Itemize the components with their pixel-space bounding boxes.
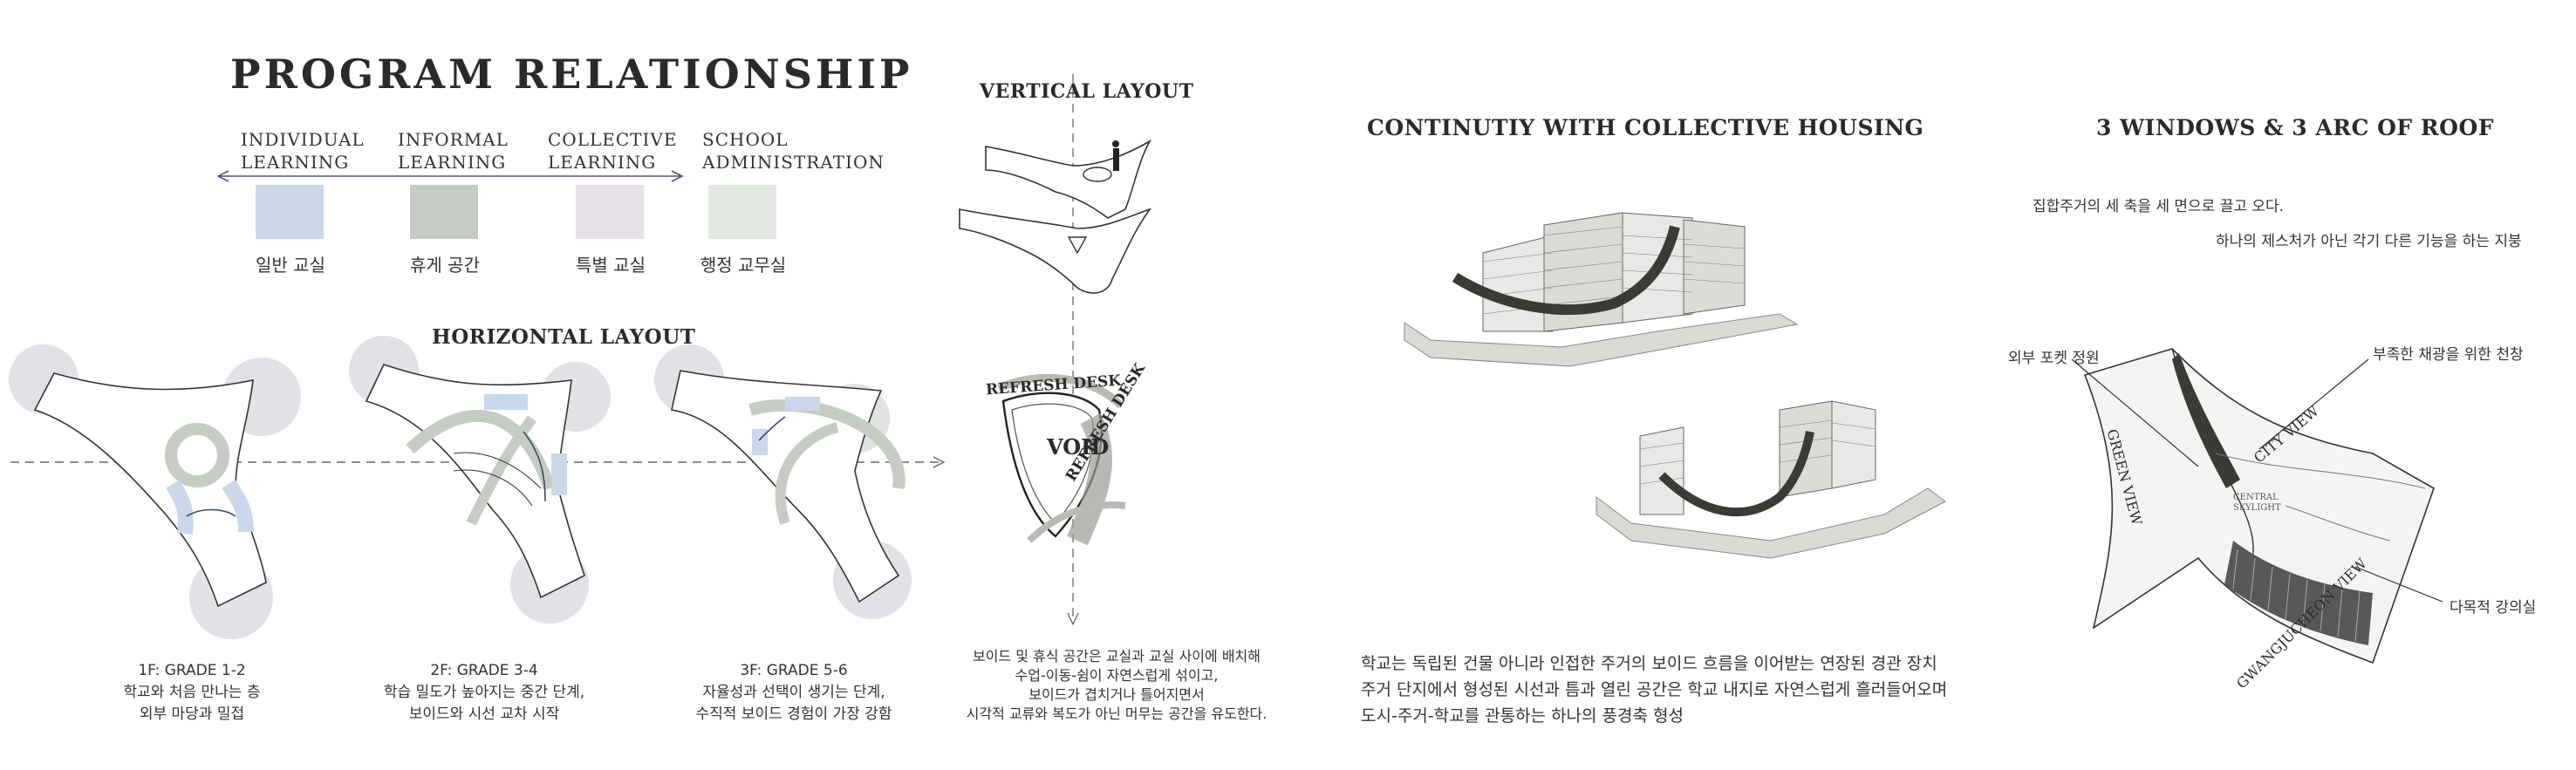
floor-2f-label: 2F: GRADE 3-4 <box>430 662 538 679</box>
vertical-section <box>959 139 1152 294</box>
vertical-layout-title: VERTICAL LAYOUT <box>980 80 1194 103</box>
legend-ko-informal: 휴게 공간 <box>410 255 480 276</box>
floor-3f-line2: 수직적 보이드 경험이 가장 강함 <box>695 705 892 723</box>
floor-1f-line1: 학교와 처음 만나는 층 <box>123 684 261 701</box>
vertical-text-line2: 수업-이동-쉼이 자연스럽게 섞이고, <box>1015 667 1219 684</box>
callout-lines <box>2071 358 2443 603</box>
roof-axonometric <box>2083 348 2435 664</box>
legend-label-individual: INDIVIDUAL LEARNING <box>241 129 365 173</box>
legend-label-admin: SCHOOL ADMINISTRATION <box>702 129 885 173</box>
legend-ko-admin: 행정 교무실 <box>700 255 787 276</box>
legend-label-informal: INFORMAL LEARNING <box>398 129 509 173</box>
continuity-line1: 학교는 독립된 건물 아니라 인접한 주거의 보이드 흐름을 이어받는 연장된 … <box>1361 654 1937 673</box>
legend-arrow <box>216 170 684 182</box>
continuity-line2: 주거 단지에서 형성된 시선과 틈과 열린 공간은 학교 내지로 자연스럽게 흘… <box>1361 680 1948 699</box>
void-label: VOID <box>1047 434 1110 460</box>
housing-massing-upper <box>1404 212 1799 367</box>
continuity-title: CONTINUTIY WITH COLLECTIVE HOUSING <box>1367 115 1924 140</box>
floor-1f-line2: 외부 마당과 밀접 <box>139 705 245 723</box>
legend-ko-collective: 특별 교실 <box>576 255 646 276</box>
windows-title: 3 WINDOWS & 3 ARC OF ROOF <box>2096 115 2494 140</box>
continuity-line3: 도시-주거-학교를 관통하는 하나의 풍경축 형성 <box>1361 706 1684 726</box>
plan-2f <box>349 336 611 623</box>
windows-note-1: 집합주거의 세 축을 세 면으로 끌고 오다. <box>2033 198 2285 215</box>
floor-1f-caption: 1F: GRADE 1-2 학교와 처음 만나는 층 외부 마당과 밀접 <box>79 660 305 726</box>
floor-1f-label: 1F: GRADE 1-2 <box>138 662 246 679</box>
plan-3f <box>654 344 912 619</box>
floor-3f-line1: 자율성과 선택이 생기는 단계, <box>702 684 885 701</box>
legend-swatch-informal <box>410 185 478 239</box>
vertical-text-line1: 보이드 및 휴식 공간은 교실과 교실 사이에 배치해 <box>972 648 1261 664</box>
legend-swatch-collective <box>576 185 644 239</box>
plan-1f <box>9 344 301 639</box>
vertical-text-line4: 시각적 교류와 복도가 아닌 머무는 공간을 유도한다. <box>966 705 1268 722</box>
housing-massing-lower <box>1595 400 1946 559</box>
vertical-axis <box>1067 74 1079 626</box>
floor-2f-line2: 보이드와 시선 교차 시작 <box>408 705 560 723</box>
callout-skylight: 부족한 채광을 위한 천창 <box>2373 346 2524 364</box>
vertical-layout-text: 보이드 및 휴식 공간은 교실과 교실 사이에 배치해 수업-이동-쉼이 자연스… <box>942 647 1291 724</box>
legend-label-collective: COLLECTIVE LEARNING <box>548 129 678 173</box>
floor-2f-line1: 학습 밀도가 높아지는 중간 단계, <box>383 684 585 701</box>
continuity-text: 학교는 독립된 건물 아니라 인접한 주거의 보이드 흐름을 이어받는 연장된 … <box>1361 651 1971 729</box>
floor-3f-label: 3F: GRADE 5-6 <box>740 662 848 679</box>
horizontal-layout-title: HORIZONTAL LAYOUT <box>432 325 696 349</box>
void-diagram <box>997 373 1126 546</box>
callout-multipurpose: 다목적 강의실 <box>2450 599 2537 617</box>
legend-swatch-admin <box>708 185 776 239</box>
legend-ko-individual: 일반 교실 <box>256 255 325 276</box>
central-skylight-label: CENTRAL SKYLIGHT <box>2233 493 2281 513</box>
floor-2f-caption: 2F: GRADE 3-4 학습 밀도가 높아지는 중간 단계, 보이드와 시선… <box>353 660 615 726</box>
page-title: PROGRAM RELATIONSHIP <box>230 51 913 98</box>
legend-swatch-individual <box>256 185 324 239</box>
floor-3f-caption: 3F: GRADE 5-6 자율성과 선택이 생기는 단계, 수직적 보이드 경… <box>663 660 925 726</box>
windows-note-2: 하나의 제스처가 아닌 각기 다른 기능을 하는 지붕 <box>2216 233 2522 250</box>
vertical-text-line3: 보이드가 겹치거나 틀어지면서 <box>1028 686 1205 703</box>
callout-pocket-garden: 외부 포켓 정원 <box>2008 350 2100 367</box>
